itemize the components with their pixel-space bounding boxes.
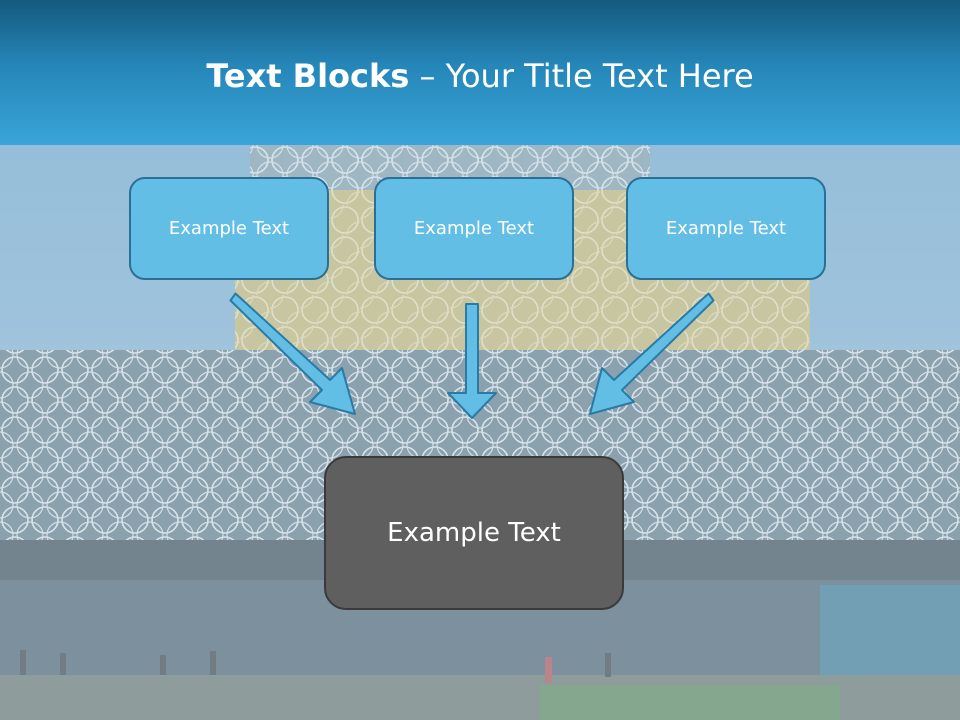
center-text-block[interactable]: Example Text (324, 456, 624, 610)
text-block-2-label: Example Text (413, 218, 535, 239)
title-bold-part: Text Blocks (206, 57, 410, 95)
title-banner: Text Blocks – Your Title Text Here (0, 0, 960, 145)
text-block-3[interactable]: Example Text (626, 177, 826, 280)
center-text-block-label: Example Text (387, 518, 561, 548)
text-block-3-label: Example Text (665, 218, 787, 239)
text-block-2[interactable]: Example Text (374, 177, 574, 280)
title-separator: – (409, 57, 446, 95)
title-rest: Your Title Text Here (445, 57, 754, 95)
text-block-1-label: Example Text (168, 218, 290, 239)
text-block-1[interactable]: Example Text (129, 177, 329, 280)
slide-title[interactable]: Text Blocks – Your Title Text Here (0, 54, 960, 98)
